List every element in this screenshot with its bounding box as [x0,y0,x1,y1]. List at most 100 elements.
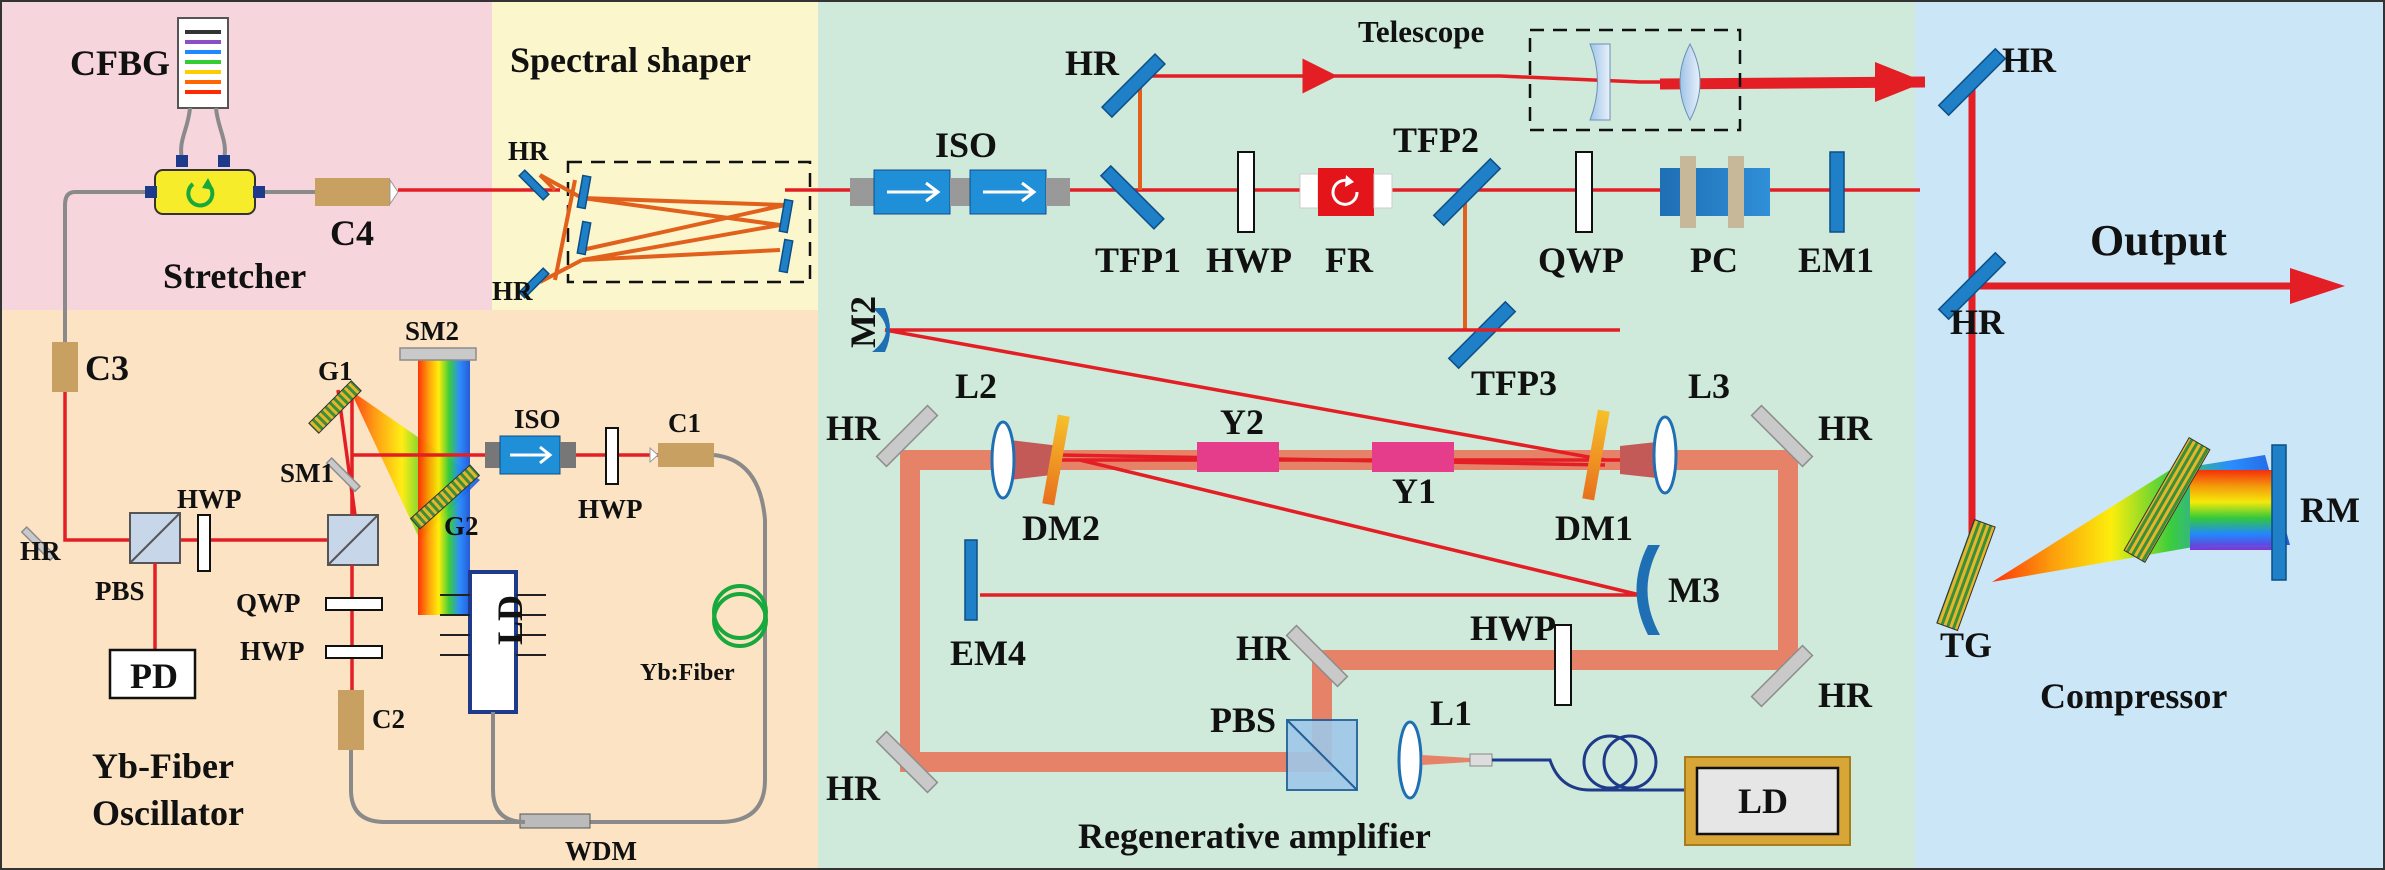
pd-label: PD [130,656,178,696]
l2-label: L2 [955,366,997,406]
qwp-label: QWP [1538,240,1624,280]
yb-fiber-coil [712,584,768,648]
dichroic-dm1 [1582,409,1610,501]
end-mirror-em4 [964,539,978,621]
hr-label: HR [20,536,61,566]
dichroic-dm2 [1042,414,1070,506]
m3-label: M3 [1668,570,1720,610]
curved-mirror-m2 [872,308,890,352]
sm1-label: SM1 [280,458,334,488]
grating-g2 [409,464,481,530]
mirror-sm1 [325,456,362,493]
hr-mirror-shaper-bottom [518,267,550,299]
hr-label: HR [1818,408,1873,448]
shaper-grating-2 [576,220,592,256]
hr-label: HR [826,408,881,448]
stretcher-title: Stretcher [163,256,306,296]
g2-label: G2 [444,511,479,541]
hwp-label: HWP [578,494,643,524]
rm-label: RM [2300,490,2360,530]
hr-mirror-regen-top [1100,53,1166,119]
hr-mirror-cav-br [1750,644,1814,708]
hr-label: HR [1950,302,2005,342]
m2-label: M2 [843,296,883,348]
em4-label: EM4 [950,633,1026,673]
pockels-cell [1660,156,1770,228]
fiber-coil-regen [1582,734,1658,790]
tfp3-label: TFP3 [1471,363,1557,403]
qwp-osc [325,597,383,611]
dm1-label: DM1 [1555,508,1633,548]
hr-mirror-cav-mid [1285,624,1349,688]
circulator [145,169,265,215]
ld-regen-label: LD [1738,781,1788,821]
c3-label: C3 [85,348,129,388]
ybfiber-label: Yb:Fiber [640,660,735,686]
pbs-regen-label: PBS [1210,700,1276,740]
hr-mirror-cav-bl [875,730,939,794]
shaper-grating-4 [778,238,794,274]
yb-crystal-y1 [1372,442,1454,472]
roof-mirror-rm [2271,444,2287,581]
lens-l3 [1652,415,1678,495]
hwp-osc-3 [605,427,619,485]
qwp-label: QWP [236,588,301,618]
telescope-lens-2 [1679,42,1701,122]
fr-label: FR [1325,240,1374,280]
oscillator-panel [0,310,818,870]
tfp2-label: TFP2 [1393,120,1479,160]
grating-compressor-2 [2123,437,2211,563]
hr-mirror-cav-tr [1750,404,1814,468]
c2-label: C2 [372,704,405,734]
collimator-c4 [315,178,390,206]
end-mirror-em1 [1829,151,1845,233]
pbs-osc-2 [327,514,379,566]
grating-tg [1936,518,1996,632]
pbs-regen [1286,719,1358,791]
pbs-label: PBS [95,576,145,606]
ld-pump-regen [1684,756,1851,846]
telescope-lens-1 [1589,43,1611,121]
g1-label: G1 [318,356,353,386]
shaper-panel [492,0,818,310]
tfp1 [1099,164,1165,230]
lens-l1 [1397,720,1423,800]
hr-label: HR [826,768,881,808]
iso-regen [850,169,1070,215]
stretcher-panel [0,0,492,310]
hr-label: HR [2002,40,2057,80]
cfbg-label: CFBG [70,43,170,83]
hr-mirror-osc [20,525,57,562]
ld-osc-label: LD [490,595,530,645]
oscillator-title-2: Oscillator [92,793,244,833]
shaper-box [566,160,812,284]
output-label: Output [2090,216,2227,265]
collimator-c3 [52,342,78,392]
y2-label: Y2 [1220,402,1264,442]
hwp-osc-2 [325,645,383,659]
hr-mirror-shaper-top [518,169,550,201]
hr-label: HR [492,276,533,306]
shaper-grating-3 [778,198,794,234]
iso-osc [485,435,576,475]
output-arrow [2290,268,2345,304]
ld-pump-osc [440,570,546,824]
sm2-label: SM2 [405,316,459,346]
dm2-label: DM2 [1022,508,1100,548]
hwp-label: HWP [177,484,242,514]
hwp-cavity [1554,624,1572,706]
curved-mirror-m3 [1636,545,1660,635]
collimator-c1 [658,443,714,467]
compressor-panel [1915,0,2385,870]
shaper-title: Spectral shaper [510,40,751,80]
hr-mirror-cav-tl [875,404,939,468]
hwp-osc-1 [197,514,211,572]
faraday-rotator [1299,168,1393,216]
tg-label: TG [1940,625,1992,665]
grating-g1 [308,380,362,434]
pbs-osc [129,512,181,564]
iso-regen-label: ISO [935,125,997,165]
hr-label: HR [1065,43,1120,83]
l1-label: L1 [1430,693,1472,733]
